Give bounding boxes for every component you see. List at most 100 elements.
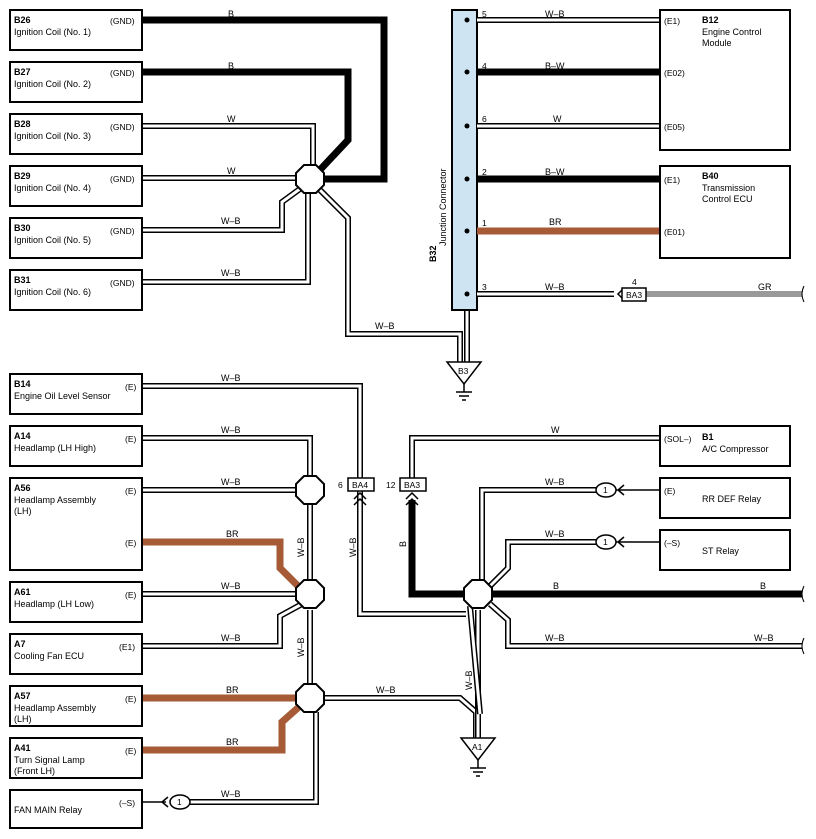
component-fan-main-relay: FAN MAIN Relay (–S) — [9, 789, 143, 829]
wire-hub-a1-diag — [467, 605, 483, 715]
svg-text:Control ECU: Control ECU — [702, 194, 753, 204]
svg-text:Cooling Fan ECU: Cooling Fan ECU — [14, 651, 84, 661]
component-a56: A56 Headlamp Assembly (LH) (E) (E) — [9, 477, 143, 571]
svg-text:W–B: W–B — [221, 373, 241, 383]
svg-text:W–B: W–B — [221, 789, 241, 799]
svg-text:W–B: W–B — [221, 268, 241, 278]
svg-text:Ignition Coil (No. 4): Ignition Coil (No. 4) — [14, 183, 91, 193]
svg-text:(Front LH): (Front LH) — [14, 766, 55, 776]
svg-text:B31: B31 — [14, 275, 31, 285]
svg-text:2: 2 — [482, 167, 487, 177]
junction-connector-label: B32 Junction Connector — [428, 168, 448, 262]
svg-text:Transmission: Transmission — [702, 183, 755, 193]
splice-a56 — [295, 475, 325, 505]
svg-text:Headlamp Assembly: Headlamp Assembly — [14, 703, 97, 713]
svg-text:BR: BR — [226, 685, 239, 695]
svg-text:(GND): (GND) — [110, 174, 135, 184]
svg-text:BR: BR — [226, 737, 239, 747]
svg-text:W–B: W–B — [221, 477, 241, 487]
svg-text:A7: A7 — [14, 639, 26, 649]
svg-text:W–B: W–B — [545, 9, 565, 19]
svg-text:W–B: W–B — [296, 637, 306, 657]
component-b30: B30 Ignition Coil (No. 5) (GND) — [9, 217, 143, 259]
svg-text:(E): (E) — [664, 486, 676, 496]
svg-text:W–B: W–B — [221, 581, 241, 591]
splice-hub — [463, 579, 493, 609]
wire-splice-a1 — [324, 695, 479, 738]
svg-text:B: B — [760, 581, 766, 591]
wire-st-relay — [487, 539, 596, 589]
svg-text:(E01): (E01) — [664, 227, 685, 237]
component-b1: B1 A/C Compressor (SOL–) — [659, 425, 791, 467]
svg-text:5: 5 — [482, 9, 487, 19]
svg-text:(GND): (GND) — [110, 16, 135, 26]
top-wire-labels: B B W W W–B W–B W–B — [221, 9, 395, 331]
component-b29: B29 Ignition Coil (No. 4) (GND) — [9, 165, 143, 207]
svg-text:Module: Module — [702, 38, 732, 48]
svg-text:Headlamp Assembly: Headlamp Assembly — [14, 495, 97, 505]
component-b31: B31 Ignition Coil (No. 6) (GND) — [9, 269, 143, 311]
svg-text:Junction Connector: Junction Connector — [438, 168, 448, 246]
component-rr-def-relay: RR DEF Relay (E) — [659, 477, 791, 519]
svg-text:1: 1 — [603, 485, 608, 495]
bottom-component-boxes: B14 Engine Oil Level Sensor (E) A14 Head… — [9, 373, 143, 829]
svg-text:(E): (E) — [125, 538, 137, 548]
wire-ac-compressor — [409, 435, 660, 478]
svg-text:A61: A61 — [14, 587, 31, 597]
svg-text:Engine Control: Engine Control — [702, 27, 762, 37]
bottom-wire-labels: W–B W–B W–B BR W–B W–B BR BR W–B W–B W W… — [221, 373, 774, 799]
svg-text:BR: BR — [549, 217, 562, 227]
svg-text:BA3: BA3 — [404, 480, 420, 490]
jc-labels: 5 W–B 4 B–W 6 W 2 B–W 1 BR 3 W–B — [482, 9, 565, 292]
connector-rr-def: 1 — [595, 482, 660, 498]
svg-text:(LH): (LH) — [14, 714, 32, 724]
wire-right-wb — [488, 601, 802, 649]
svg-text:(E05): (E05) — [664, 122, 685, 132]
svg-text:(–S): (–S) — [664, 538, 680, 548]
component-a61: A61 Headlamp (LH Low) (E) — [9, 581, 143, 623]
svg-text:B14: B14 — [14, 379, 31, 389]
svg-text:B40: B40 — [702, 171, 719, 181]
splice-top — [295, 164, 325, 194]
svg-text:Ignition Coil (No. 5): Ignition Coil (No. 5) — [14, 235, 91, 245]
svg-text:B28: B28 — [14, 119, 31, 129]
wire-a14 — [142, 435, 313, 478]
svg-text:(GND): (GND) — [110, 68, 135, 78]
svg-text:W–B: W–B — [545, 282, 565, 292]
right-component-boxes: B1 A/C Compressor (SOL–) RR DEF Relay (E… — [659, 425, 791, 571]
tcu-box: B40 Transmission Control ECU (E1) (E01) — [659, 165, 791, 259]
svg-text:3: 3 — [482, 282, 487, 292]
svg-text:(LH): (LH) — [14, 506, 32, 516]
wire-gr-break — [801, 285, 805, 303]
svg-text:4: 4 — [632, 277, 637, 287]
svg-text:BR: BR — [226, 529, 239, 539]
component-b28: B28 Ignition Coil (No. 3) (GND) — [9, 113, 143, 155]
svg-text:(E): (E) — [125, 746, 137, 756]
svg-text:W–B: W–B — [375, 321, 395, 331]
svg-text:B: B — [398, 541, 408, 547]
svg-text:(E1): (E1) — [119, 642, 135, 652]
ecm-box: B12 Engine Control Module (E1) (E02) (E0… — [659, 9, 791, 151]
svg-text:(E): (E) — [125, 694, 137, 704]
svg-text:1: 1 — [482, 218, 487, 228]
svg-text:BA3: BA3 — [626, 290, 642, 300]
svg-text:Engine Oil Level Sensor: Engine Oil Level Sensor — [14, 391, 111, 401]
svg-text:(GND): (GND) — [110, 122, 135, 132]
svg-text:Ignition Coil (No. 2): Ignition Coil (No. 2) — [14, 79, 91, 89]
svg-text:W–B: W–B — [348, 537, 358, 557]
wire-ba4-hub — [357, 496, 466, 617]
svg-text:A1: A1 — [472, 742, 483, 752]
connector-ba3-top: BA3 4 — [616, 277, 647, 302]
ground-a1: A1 — [459, 737, 497, 777]
svg-text:(E1): (E1) — [664, 16, 680, 26]
svg-text:B: B — [228, 9, 234, 19]
connector-fan-main: 1 — [160, 794, 191, 810]
svg-text:(E02): (E02) — [664, 68, 685, 78]
wire-wb-break — [801, 637, 805, 655]
wire-b14 — [142, 383, 363, 496]
svg-text:B: B — [228, 61, 234, 71]
svg-text:Ignition Coil (No. 1): Ignition Coil (No. 1) — [14, 27, 91, 37]
svg-text:12: 12 — [386, 480, 396, 490]
svg-text:(E1): (E1) — [664, 175, 680, 185]
